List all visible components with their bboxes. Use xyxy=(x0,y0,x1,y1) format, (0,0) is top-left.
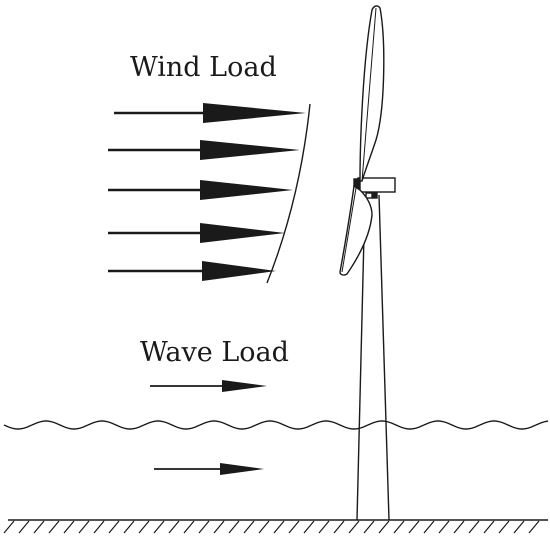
seabed-hatch-line xyxy=(78,520,90,534)
seabed-hatch-line xyxy=(423,520,435,534)
turbine-blade-lower xyxy=(339,184,373,276)
seabed-hatch-line xyxy=(243,520,255,534)
seabed-hatch-line xyxy=(108,520,120,534)
seabed-hatch-line xyxy=(303,520,315,534)
seabed-hatch-line xyxy=(498,520,510,534)
seabed-hatch-line xyxy=(138,520,150,534)
seabed-hatch-line xyxy=(288,520,300,534)
seabed-hatch-line xyxy=(168,520,180,534)
wind-arrow-3 xyxy=(108,180,293,200)
seabed-hatch-line xyxy=(258,520,270,534)
seabed-hatch-line xyxy=(438,520,450,534)
seabed-hatch-line xyxy=(318,520,330,534)
seabed-hatch-line xyxy=(123,520,135,534)
wind-arrow-4 xyxy=(108,223,285,243)
wind-load-arrows xyxy=(108,103,306,281)
seabed-hatch-line xyxy=(48,520,60,534)
seabed-hatch-line xyxy=(513,520,525,534)
seabed-hatch-line xyxy=(348,520,360,534)
wave-load-label: Wave Load xyxy=(140,337,289,368)
wave-arrow-lower xyxy=(154,463,264,475)
seabed-hatch-line xyxy=(33,520,45,534)
sea-surface-wave xyxy=(3,420,549,430)
wind-arrow-1 xyxy=(114,103,306,123)
wave-load-arrows xyxy=(150,380,267,475)
seabed-hatch-line xyxy=(363,520,375,534)
seabed-hatch-line xyxy=(468,520,480,534)
wind-arrow-5 xyxy=(108,261,276,281)
seabed-hatch-line xyxy=(153,520,165,534)
seabed-hatch-line xyxy=(183,520,195,534)
seabed-hatch-line xyxy=(483,520,495,534)
seabed-hatch-line xyxy=(198,520,210,534)
seabed-hatch-line xyxy=(378,520,390,534)
seabed-hatch-line xyxy=(453,520,465,534)
seabed-hatch-line xyxy=(393,520,405,534)
seabed-hatch-line xyxy=(63,520,75,534)
seabed-hatch-line xyxy=(213,520,225,534)
seabed-hatching xyxy=(3,520,540,534)
seabed xyxy=(3,519,548,534)
seabed-hatch-line xyxy=(18,520,30,534)
turbine-tower xyxy=(356,194,390,521)
turbine-blade-upper xyxy=(359,5,385,182)
seabed-hatch-line xyxy=(528,520,540,534)
seabed-hatch-line xyxy=(93,520,105,534)
turbine-blade-upper-edge xyxy=(361,7,377,182)
seabed-hatch-line xyxy=(3,520,15,534)
wind-load-label: Wind Load xyxy=(130,52,277,83)
seabed-hatch-line xyxy=(333,520,345,534)
wave-arrow-upper xyxy=(150,380,267,392)
turbine-blade-lower-edge xyxy=(341,187,357,273)
seabed-hatch-line xyxy=(273,520,285,534)
seabed-hatch-line xyxy=(408,520,420,534)
wind-arrow-2 xyxy=(108,140,300,160)
wind-profile-curve xyxy=(266,103,311,284)
seabed-hatch-line xyxy=(228,520,240,534)
